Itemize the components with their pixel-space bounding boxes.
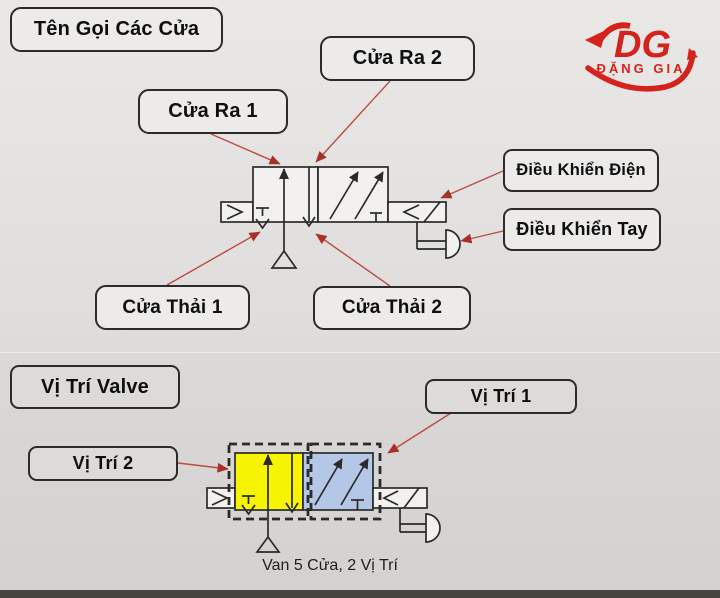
blocked-port-icon: [255, 207, 270, 230]
leader-outlet1: [210, 133, 281, 165]
solenoid-icon: [372, 487, 428, 509]
position1-highlight-box: [309, 442, 382, 521]
air-pilot-icon: [220, 201, 254, 223]
flow-path-straight-icon: [279, 167, 316, 251]
leader-electric: [440, 170, 504, 199]
flow-path-crossed-icon: [314, 458, 369, 510]
valve-symbol-positions: [206, 442, 441, 553]
leader-outlet2: [315, 80, 391, 163]
dang-gia-logo: DG ĐẶNG GIA: [585, 22, 698, 92]
logo-arrow-icon: [585, 22, 631, 48]
leader-exhaust1: [166, 231, 261, 286]
logo-name: ĐẶNG GIA: [597, 61, 686, 76]
position1-cell: [302, 452, 374, 511]
solenoid-icon: [387, 201, 447, 223]
leader-arrows-ports: [166, 80, 504, 287]
label-position-2: Vị Trí 2: [28, 446, 178, 481]
air-pilot-icon: [206, 487, 236, 509]
exhaust-silencer-icon: [255, 535, 281, 553]
label-outlet-2: Cửa Ra 2: [320, 36, 475, 81]
flow-path-straight-icon: [263, 453, 299, 537]
leader-manual: [460, 230, 504, 244]
leader-position1: [387, 412, 452, 454]
exhaust-silencer-icon: [270, 249, 298, 269]
label-exhaust-2: Cửa Thải 2: [313, 286, 471, 330]
manual-override-icon: [416, 222, 461, 259]
label-electric-control: Điều Khiển Điện: [503, 149, 659, 192]
label-position-1: Vị Trí 1: [425, 379, 577, 414]
section-title-valve-positions: Vị Trí Valve: [10, 365, 180, 409]
label-manual-control: Điều Khiển Tay: [503, 208, 661, 251]
valve-caption: Van 5 Cửa, 2 Vị Trí: [262, 557, 398, 574]
bottom-bar: [0, 590, 720, 598]
label-exhaust-1: Cửa Thải 1: [95, 285, 250, 330]
valve-symbol-ports: [220, 166, 461, 269]
manual-override-icon: [399, 508, 441, 543]
section-title-port-names: Tên Gọi Các Cửa: [10, 7, 223, 52]
blocked-port-icon: [241, 495, 256, 516]
leader-exhaust2: [315, 233, 391, 287]
label-outlet-1: Cửa Ra 1: [138, 89, 288, 134]
logo-initials: DG: [614, 24, 671, 66]
flow-path-crossed-icon: [329, 171, 384, 222]
position2-highlight-box: [227, 442, 310, 521]
leader-arrows-positions: [177, 412, 452, 473]
logo-swoosh: [585, 48, 698, 92]
leader-position2: [177, 462, 229, 473]
